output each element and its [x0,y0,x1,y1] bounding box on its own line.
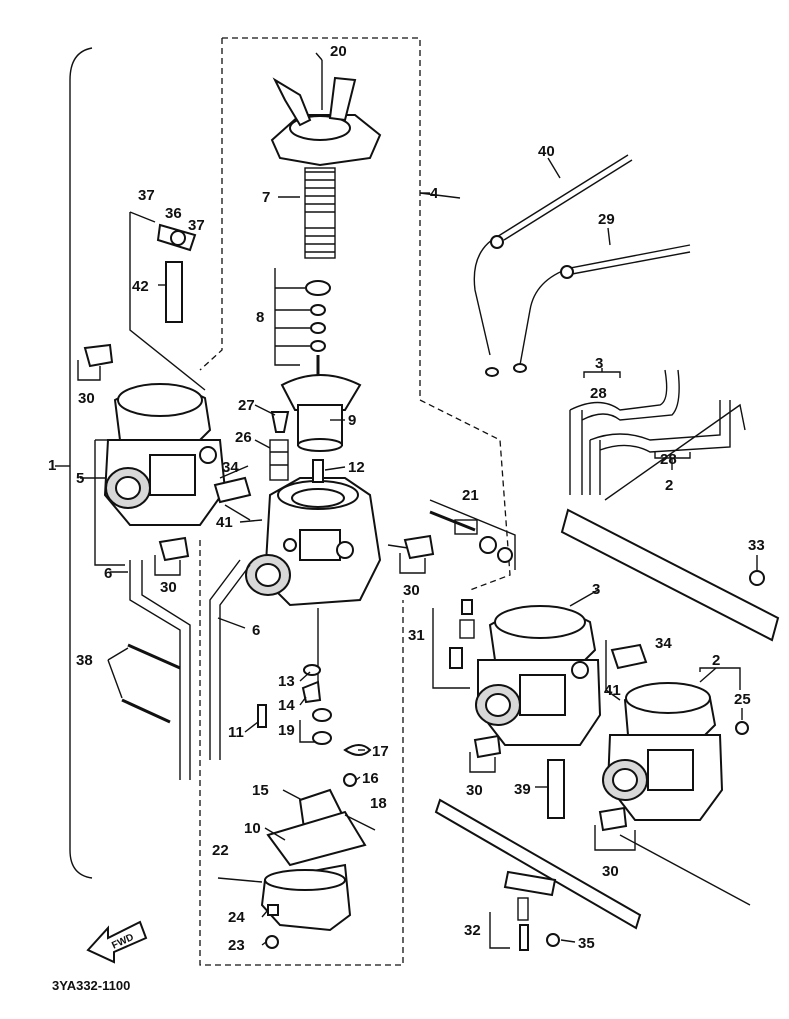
part-labels: 1 2 2 3 3 4 5 6 6 7 8 9 10 11 12 13 14 1… [48,43,765,954]
label-30: 30 [78,390,95,407]
label-1: 1 [48,457,56,474]
label-11: 11 [228,724,244,741]
label-27: 27 [238,397,255,414]
label-5: 5 [76,470,84,487]
bracket-rails [434,403,780,930]
label-30b: 30 [160,579,177,596]
label-4: 4 [430,185,439,202]
label-14: 14 [278,697,295,714]
label-6b: 6 [252,622,260,639]
label-34: 34 [222,459,239,476]
right-carburetor-3 [475,605,602,746]
label-30e: 30 [602,863,619,880]
label-16: 16 [362,770,379,787]
front-direction-arrow: FWD [86,920,148,964]
label-41: 41 [216,514,233,531]
label-brackets [583,368,741,690]
label-33: 33 [748,537,765,554]
label-34b: 34 [655,635,672,652]
label-23: 23 [228,937,245,954]
label-28: 28 [590,385,607,402]
label-17: 17 [372,743,389,760]
label-3b: 3 [595,355,603,372]
drawing-code: 3YA332-1100 [52,978,130,993]
label-13: 13 [278,673,295,690]
label-19: 19 [278,722,295,739]
label-25: 25 [734,691,751,708]
main-carburetor-body [245,477,382,607]
jets-group [257,608,372,787]
fitting-hose-part [129,211,206,391]
top-cover-part [270,60,382,167]
label-18: 18 [370,795,387,812]
left-carburetor [103,383,227,526]
label-20: 20 [330,43,347,60]
pilot-screw-part [269,411,290,481]
rods-38 [107,643,181,724]
caps-30 [77,343,636,851]
float-bowl-group [217,788,376,949]
label-9: 9 [348,412,356,429]
label-7: 7 [262,189,270,206]
label-35: 35 [578,935,595,952]
label-31: 31 [408,627,425,644]
jet-12-part [312,459,324,483]
throttle-screw-21 [429,499,516,570]
label-37b: 37 [188,217,205,234]
label-39: 39 [514,781,531,798]
leader-lines [80,52,758,946]
misc-right-parts [432,599,749,819]
label-40: 40 [538,143,555,160]
dashed-group-lower [199,540,404,966]
label-32: 32 [464,922,481,939]
bottom-mount-32-35 [489,870,560,951]
label-42: 42 [132,278,149,295]
label-38: 38 [76,652,93,669]
bolt-33 [749,570,765,586]
label-3: 3 [592,581,600,598]
label-41b: 41 [604,682,621,699]
label-28b: 28 [660,451,677,468]
label-36: 36 [165,205,182,222]
right-carburetor-2 [602,682,724,821]
assembly-bracket [55,47,93,879]
label-29: 29 [598,211,615,228]
label-30c: 30 [403,582,420,599]
label-2: 2 [712,652,720,669]
hoses-28 [569,369,731,495]
label-37: 37 [138,187,155,204]
label-24: 24 [228,909,245,926]
spring-part [304,167,336,259]
label-8: 8 [256,309,264,326]
piston-valve-part [280,355,362,452]
needle-set-part [274,268,331,366]
label-2b: 2 [665,477,673,494]
label-22: 22 [212,842,229,859]
linkage-34-41 [213,476,252,521]
throttle-cables [473,154,691,377]
vent-hoses-6 [94,439,251,780]
label-10: 10 [244,820,261,837]
label-30d: 30 [466,782,483,799]
label-15: 15 [252,782,269,799]
label-21: 21 [462,487,479,504]
label-26: 26 [235,429,252,446]
label-6: 6 [104,565,112,582]
label-12: 12 [348,459,365,476]
